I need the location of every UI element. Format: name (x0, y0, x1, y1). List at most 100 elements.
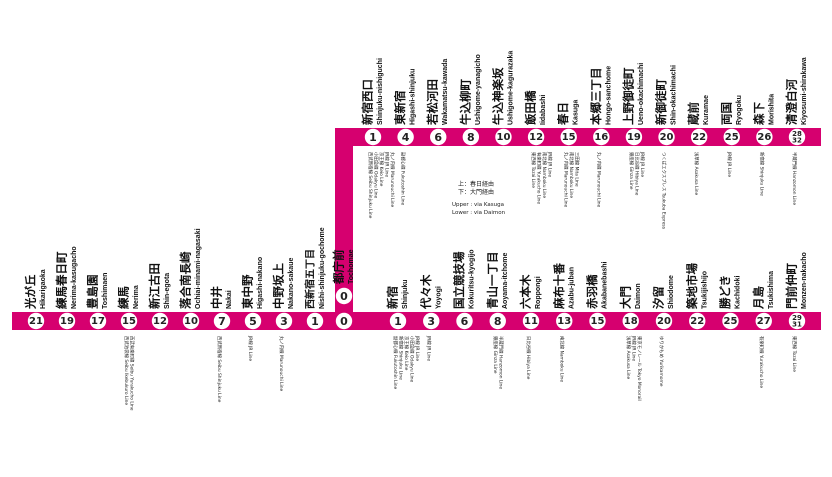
station-name-romaji: Kiyosumi-shirakawa (801, 57, 808, 125)
station-number-circle (658, 128, 675, 146)
station-name-romaji: Hikarigaoka (40, 269, 47, 309)
transfer-line-label: JR線 JR Line (630, 335, 637, 361)
station-name-jp: 上野御徒町 (621, 67, 635, 125)
station-number: 1 (394, 315, 402, 328)
station-name-romaji: Kuramae (703, 95, 710, 125)
station-number-circle (462, 128, 480, 146)
direction-note-en-lower: Lower : via Daimon (452, 210, 506, 216)
station-name-jp: 中井 (210, 286, 224, 309)
station-name-jp: 練馬 (117, 286, 131, 309)
transfer-line-label: 東西線 Tozai Line (791, 336, 798, 372)
station-tochomae-bar-marker: 0 (335, 312, 353, 330)
transfer-line-label: 小田急線 Odakyu Line (409, 336, 416, 383)
station-name-jp: 都庁前 (332, 249, 346, 285)
station-name-romaji: Shinjuku-nishiguchi (377, 58, 384, 125)
station-number-circle (423, 312, 440, 330)
station-number-circle (27, 312, 45, 330)
station-name-romaji: Ushigome-yanagicho (475, 54, 482, 125)
station-name-jp: 森下 (752, 102, 766, 125)
station-name-jp: 牛込神楽坂 (491, 67, 505, 125)
station-number: 29 (792, 314, 802, 322)
station-name-romaji: Shinjuku (402, 279, 409, 309)
transfer-line-label: 半蔵門線 Hanzomon Line (791, 152, 798, 205)
station-number: 16 (594, 132, 608, 143)
station-number: 18 (624, 316, 638, 327)
station-number: 10 (184, 316, 198, 327)
station-name-jp: 両国 (719, 102, 733, 125)
transfer-line-label: ゆりかもめ Yurikamome (658, 336, 665, 387)
station-name-romaji: Toshimaen (102, 273, 109, 309)
transfer-line-label: 有楽町線 Yurakucho Line (536, 152, 543, 204)
transfer-line-label: 浅草線 Asakusa Line (625, 336, 632, 380)
station-number: 15 (122, 316, 136, 327)
station-name-romaji: Kasuga (573, 100, 580, 125)
station-number: 27 (757, 316, 771, 327)
station-name-romaji: Azabu-juban (568, 267, 575, 309)
transfer-line-label: 三田線 Mita Line (574, 152, 581, 187)
transfer-line-label: JR線 JR Line (414, 335, 421, 361)
station-number-circle (622, 312, 639, 330)
station-number-circle (527, 128, 545, 146)
station-name-romaji: Tsukijishijo (701, 271, 708, 309)
direction-note: 上：春日経由 下：大門経由 Upper : via Kasuga Lower :… (452, 180, 506, 216)
station-number: 6 (434, 131, 442, 144)
station-number-circle (213, 312, 231, 330)
transfer-line-label: 南北線 Namboku Line (558, 336, 565, 382)
station-number: 17 (91, 316, 105, 327)
connector-bar (335, 128, 353, 330)
station-name-jp: 勝どき (718, 275, 732, 309)
station-name-jp: 西新宿五丁目 (304, 249, 317, 309)
transfer-line-label: 浅草線 Asakusa Line (693, 152, 700, 196)
station-number-circle (120, 312, 138, 330)
station-name-jp: 春日 (556, 102, 570, 125)
station-number: 20 (660, 132, 674, 143)
station-number: 12 (153, 316, 167, 327)
station-name-jp: 若松河田 (426, 79, 440, 125)
station-number-secondary: 32 (792, 137, 802, 145)
station-name-jp: 練馬春日町 (55, 251, 69, 309)
station-number-circle (275, 312, 293, 330)
station-number-circle (788, 312, 806, 330)
station-number: 15 (591, 316, 605, 327)
station-name-romaji: Roppongi (535, 276, 542, 309)
transfer-line-label: つくばエクスプレス Tsukuba Express (661, 152, 668, 230)
station-name-romaji: Nakano-sakaue (288, 258, 295, 309)
station-name-romaji: Shin-egota (164, 273, 171, 309)
transfer-line-label: 西武池袋線 Seibu Ikebukuro Line (123, 336, 130, 405)
transfer-line-label: 有楽町線 Yurakucho Line (758, 336, 765, 388)
station-name-jp: 豊島園 (86, 275, 100, 310)
station-name-romaji: Kachidoki (735, 275, 742, 309)
station-name-jp: 光が丘 (24, 274, 38, 310)
station-name-jp: 青山一丁目 (485, 252, 499, 310)
station-name-romaji: Ryogoku (736, 95, 743, 125)
transfer-line-label: 西武新宿線 Seibu Shinjuku Line (367, 152, 374, 219)
station-number: 5 (249, 315, 257, 328)
station-name-romaji: Ochiai-minami-nagasaki (195, 228, 202, 309)
transfer-line-label: 丸ノ内線 Marunouchi Line (563, 152, 570, 208)
transfer-line-label: 東西線 Tozai Line (530, 152, 537, 188)
transfer-line-label: 副都心線 Fukutoshin Line (400, 152, 407, 206)
station-number-circle (522, 312, 540, 330)
transfer-line-label: JR線 JR Line (547, 151, 554, 177)
station-number: 6 (461, 315, 469, 328)
station-name-jp: 牛込柳町 (458, 79, 472, 125)
station-number: 8 (494, 315, 502, 328)
transfer-line-label: 銀座線 Ginza Line (628, 152, 635, 190)
